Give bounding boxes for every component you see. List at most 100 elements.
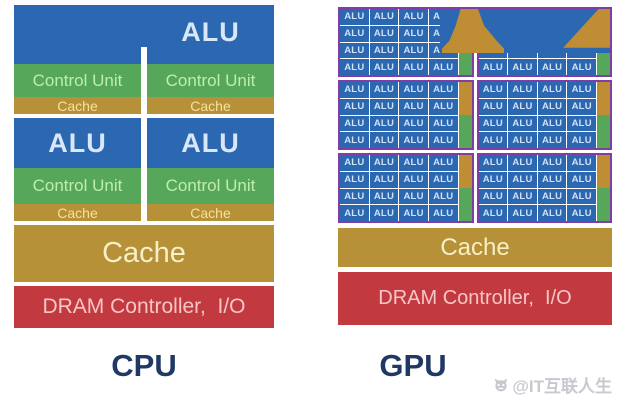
gpu-alu-cell: ALU <box>478 59 508 75</box>
control-unit-block: Control Unit <box>147 168 274 204</box>
gpu-alu-cell: ALU <box>340 188 369 205</box>
gpu-alu-cell: ALU <box>369 98 399 115</box>
gpu-alu-cell: ALU <box>508 98 537 115</box>
gpu-alu-cell: ALU <box>478 171 508 188</box>
gpu-alu-cell: ALU <box>399 205 428 221</box>
gpu-alu-cell: ALU <box>369 59 399 75</box>
gpu-alu-cell: ALU <box>478 115 508 132</box>
strip-control-green <box>597 188 610 221</box>
dram-controller-block: DRAM Controller, I/O <box>14 286 274 328</box>
alu-block: ALU <box>147 118 274 168</box>
gpu-top-right-overlay <box>440 7 612 53</box>
gpu-alu-cell: ALU <box>478 188 508 205</box>
gpu-alu-cell: ALU <box>567 188 596 205</box>
gpu-alu-cell: ALU <box>537 132 567 148</box>
cpu-core-row-1: Control Unit Cache Control Unit Cache <box>14 64 274 114</box>
gpu-alu-cell: ALU <box>369 132 399 148</box>
control-unit-block: Control Unit <box>147 64 274 97</box>
gpu-alu-cell: ALU <box>537 205 567 221</box>
gpu-alu-cell: ALU <box>340 9 369 25</box>
watermark: @IT互联人生 <box>493 372 612 397</box>
gpu-alu-cell: ALU <box>340 42 369 59</box>
gpu-alu-cell: ALU <box>508 132 537 148</box>
gpu-alu-cell: ALU <box>340 25 369 42</box>
gpu-alu-cell: ALU <box>537 188 567 205</box>
gpu-alu-cell: ALU <box>369 42 399 59</box>
gpu-alu-cell: ALU <box>399 155 428 171</box>
gpu-dram-controller-block: DRAM Controller, I/O <box>338 272 612 325</box>
gpu-alu-cell: ALU <box>428 115 458 132</box>
strip-cache-gold <box>597 155 610 188</box>
gpu-alu-cell: ALU <box>369 115 399 132</box>
gpu-alu-cell: ALU <box>399 115 428 132</box>
gpu-cache-control-strip <box>458 82 472 148</box>
cpu-core-row-2: ALU Control Unit Cache ALU Control Unit … <box>14 118 274 221</box>
gpu-alu-cell: ALU <box>567 132 596 148</box>
gold-corner-shape <box>563 9 610 48</box>
gpu-alu-cell: ALU <box>537 115 567 132</box>
gpu-alu-cell: ALU <box>508 188 537 205</box>
gpu-alu-cell: ALU <box>537 98 567 115</box>
watermark-text: @IT互联人生 <box>512 377 612 396</box>
gpu-alu-cell: ALU <box>567 155 596 171</box>
gpu-alu-cell: ALU <box>567 115 596 132</box>
gpu-alu-cell: ALU <box>428 188 458 205</box>
watermark-logo-icon <box>493 377 509 393</box>
gpu-alu-cell: ALU <box>428 98 458 115</box>
gpu-alu-cell: ALU <box>399 171 428 188</box>
gpu-cache-block: Cache <box>338 228 612 267</box>
gpu-alu-cell: ALU <box>399 82 428 98</box>
gpu-alu-cell: ALU <box>369 188 399 205</box>
gpu-alu-cell: ALU <box>567 98 596 115</box>
gpu-alu-cell: ALU <box>537 59 567 75</box>
alu-label: ALU <box>181 17 240 47</box>
gpu-alu-cell: ALU <box>340 171 369 188</box>
gpu-alu-cell: ALU <box>399 42 428 59</box>
gpu-alu-cell: ALU <box>478 98 508 115</box>
gpu-alu-cell: ALU <box>567 59 596 75</box>
gpu-alu-cell: ALU <box>478 82 508 98</box>
gpu-alu-cell: ALU <box>508 59 537 75</box>
gpu-alu-cell: ALU <box>508 171 537 188</box>
cpu-core: Control Unit Cache <box>14 64 141 114</box>
core-cache-block: Cache <box>147 97 274 114</box>
cpu-core: ALU Control Unit Cache <box>14 118 141 221</box>
column-divider <box>141 47 147 64</box>
gpu-cache-control-strip <box>597 155 610 221</box>
gpu-alu-cell: ALU <box>428 155 458 171</box>
gpu-alu-cell: ALU <box>567 205 596 221</box>
gpu-alu-cell: ALU <box>478 155 508 171</box>
cpu-caption: CPU <box>111 348 177 383</box>
gold-funnel-shape <box>442 9 504 53</box>
strip-cache-gold <box>458 82 472 115</box>
strip-control-green <box>597 115 610 148</box>
gpu-alu-cell: ALU <box>399 188 428 205</box>
gpu-alu-cell: ALU <box>340 115 369 132</box>
gpu-alu-cell: ALU <box>369 205 399 221</box>
gpu-alu-cell: ALU <box>537 82 567 98</box>
alu-block: ALU <box>14 118 141 168</box>
gpu-alu-cell: ALU <box>508 155 537 171</box>
gpu-alu-cell: ALU <box>369 25 399 42</box>
gpu-alu-cell: ALU <box>369 171 399 188</box>
gpu-alu-cell: ALU <box>567 82 596 98</box>
gpu-alu-cell: ALU <box>428 82 458 98</box>
gpu-alu-cell: ALU <box>508 115 537 132</box>
cpu-core: ALU Control Unit Cache <box>147 118 274 221</box>
gpu-alu-cell: ALU <box>399 98 428 115</box>
gpu-alu-cell: ALU <box>428 59 458 75</box>
strip-control-green <box>458 115 472 148</box>
gpu-alu-cell: ALU <box>478 205 508 221</box>
gpu-alu-cell: ALU <box>340 132 369 148</box>
core-cache-block: Cache <box>147 204 274 221</box>
gpu-alu-cell: ALU <box>340 205 369 221</box>
gpu-alu-cell: ALU <box>399 25 428 42</box>
gpu-alu-cell: ALU <box>478 132 508 148</box>
gpu-alu-cell: ALU <box>428 132 458 148</box>
